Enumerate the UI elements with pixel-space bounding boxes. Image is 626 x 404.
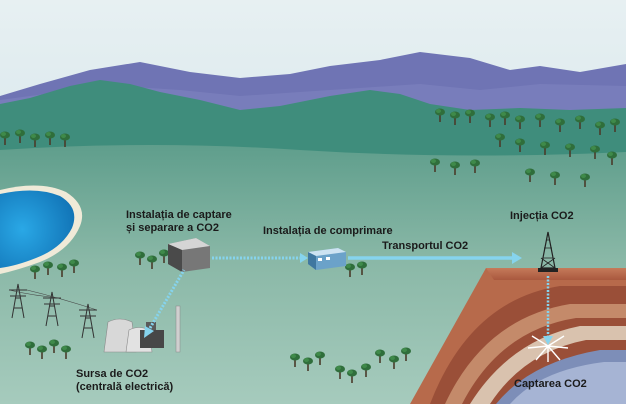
compression-plant bbox=[308, 248, 346, 270]
power-lines bbox=[8, 283, 98, 339]
co2-storage-spread bbox=[527, 335, 569, 362]
co2-flow-arrows bbox=[148, 256, 550, 338]
storage-label: Captarea CO2 bbox=[514, 378, 587, 390]
injection-label: Injecția CO2 bbox=[510, 210, 574, 222]
source-label: Sursa de CO2 (centrală electrică) bbox=[76, 368, 173, 394]
underground-block bbox=[410, 268, 626, 404]
source-label-line2: (centrală electrică) bbox=[76, 381, 174, 393]
capture-plant-label-line1: Instalația de captare bbox=[126, 209, 232, 221]
injection-derrick bbox=[538, 231, 558, 272]
transport-label: Transportul CO2 bbox=[382, 240, 469, 252]
capture-plant-label-line2: și separare a CO2 bbox=[126, 222, 219, 234]
compression-plant-label: Instalația de comprimare bbox=[263, 225, 393, 237]
capture-separation-plant bbox=[168, 238, 210, 272]
capture-plant-label: Instalația de captare și separare a CO2 bbox=[126, 209, 232, 235]
source-label-line1: Sursa de CO2 bbox=[76, 368, 149, 380]
